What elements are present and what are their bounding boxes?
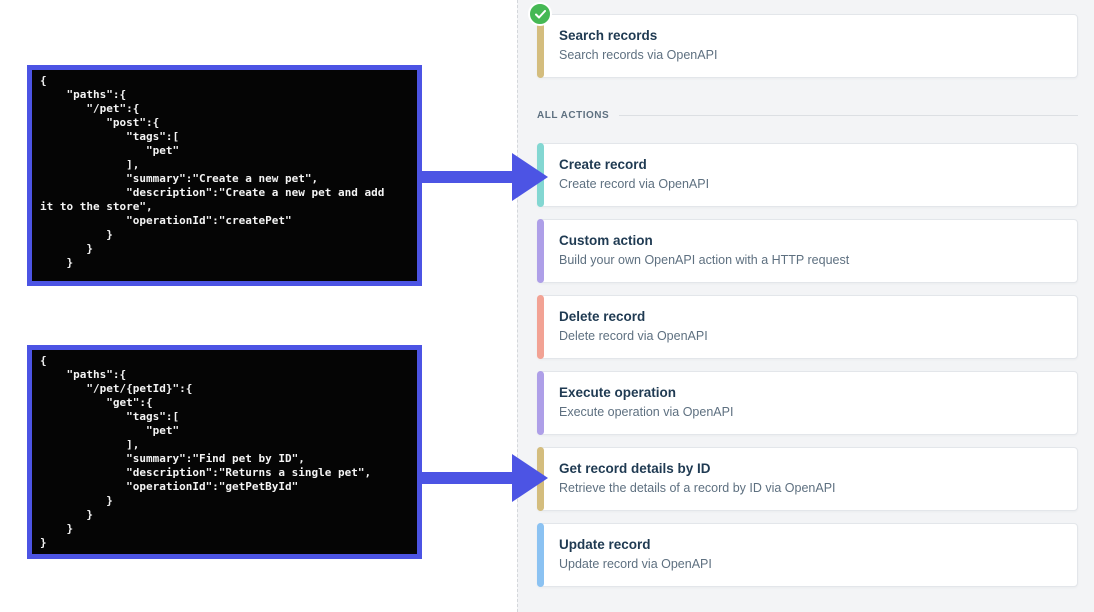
- accent-bar: [537, 523, 544, 587]
- action-subtitle: Build your own OpenAPI action with a HTT…: [559, 253, 850, 267]
- action-card-custom-action[interactable]: Custom action Build your own OpenAPI act…: [537, 219, 1078, 283]
- accent-bar: [537, 219, 544, 283]
- actions-panel: Search records Search records via OpenAP…: [517, 0, 1094, 612]
- section-label: ALL ACTIONS: [537, 110, 610, 121]
- action-subtitle: Delete record via OpenAPI: [559, 329, 708, 343]
- accent-bar: [537, 295, 544, 359]
- action-subtitle: Execute operation via OpenAPI: [559, 405, 734, 419]
- action-title: Update record: [559, 537, 651, 552]
- action-title: Search records: [559, 28, 658, 43]
- code-block-create-pet-text: { "paths":{ "/pet":{ "post":{ "tags":[ "…: [40, 74, 385, 269]
- code-block-get-pet-by-id: { "paths":{ "/pet/{petId}":{ "get":{ "ta…: [27, 345, 422, 559]
- arrow-head-icon: [512, 153, 548, 201]
- action-card-search-records[interactable]: Search records Search records via OpenAP…: [537, 14, 1078, 78]
- accent-bar: [537, 371, 544, 435]
- arrow-shaft: [421, 171, 514, 183]
- action-title: Create record: [559, 157, 647, 172]
- section-divider: [619, 115, 1078, 116]
- check-icon: [528, 2, 552, 26]
- action-card-update-record[interactable]: Update record Update record via OpenAPI: [537, 523, 1078, 587]
- action-subtitle: Update record via OpenAPI: [559, 557, 712, 571]
- action-card-get-record-details-by-id[interactable]: Get record details by ID Retrieve the de…: [537, 447, 1078, 511]
- code-block-get-pet-by-id-text: { "paths":{ "/pet/{petId}":{ "get":{ "ta…: [40, 354, 372, 549]
- arrow-shaft: [421, 472, 514, 484]
- action-card-delete-record[interactable]: Delete record Delete record via OpenAPI: [537, 295, 1078, 359]
- action-title: Delete record: [559, 309, 646, 324]
- accent-bar: [537, 14, 544, 78]
- action-card-create-record[interactable]: Create record Create record via OpenAPI: [537, 143, 1078, 207]
- action-title: Execute operation: [559, 385, 677, 400]
- action-card-execute-operation[interactable]: Execute operation Execute operation via …: [537, 371, 1078, 435]
- all-actions-section: ALL ACTIONS: [537, 110, 1078, 121]
- actions-list: Create record Create record via OpenAPI …: [537, 143, 1078, 587]
- code-block-create-pet: { "paths":{ "/pet":{ "post":{ "tags":[ "…: [27, 65, 422, 286]
- action-subtitle: Search records via OpenAPI: [559, 48, 718, 62]
- action-subtitle: Retrieve the details of a record by ID v…: [559, 481, 836, 495]
- action-subtitle: Create record via OpenAPI: [559, 177, 710, 191]
- action-title: Get record details by ID: [559, 461, 711, 476]
- arrow-head-icon: [512, 454, 548, 502]
- action-title: Custom action: [559, 233, 653, 248]
